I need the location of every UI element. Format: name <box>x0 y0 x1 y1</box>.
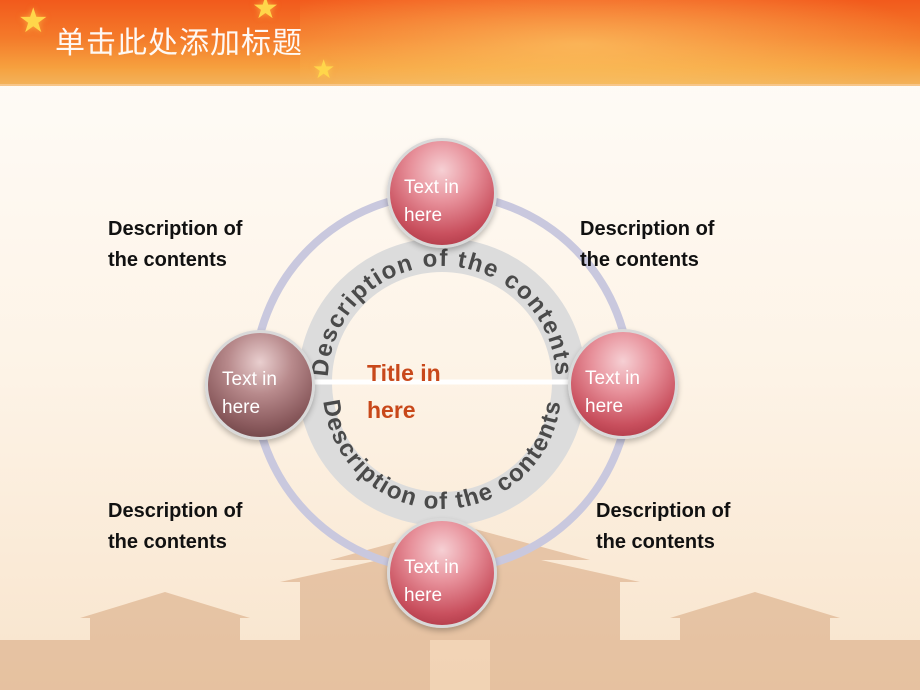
node-bottom[interactable]: Text in here <box>387 518 497 628</box>
description-top-right[interactable]: Description of the contents <box>580 214 714 276</box>
node-label: Text in <box>585 368 640 389</box>
description-line: Description of <box>596 500 731 522</box>
node-right[interactable]: Text in here <box>568 329 678 439</box>
header-divider <box>0 84 920 86</box>
node-top[interactable]: Text in here <box>387 138 497 248</box>
flag-background <box>300 0 920 84</box>
page-title[interactable]: 单击此处添加标题 <box>55 26 303 61</box>
node-label: Text in <box>404 557 459 578</box>
star-icon: ★ <box>312 54 336 84</box>
node-label: here <box>222 397 261 418</box>
node-label: here <box>585 396 624 417</box>
node-left[interactable]: Text in here <box>205 330 315 440</box>
node-label: Text in <box>222 369 277 390</box>
description-line: the contents <box>580 249 699 271</box>
description-line: Description of <box>108 218 243 240</box>
node-label: Text in <box>404 177 459 198</box>
star-icon: ★ <box>18 2 49 40</box>
node-label: here <box>404 205 443 226</box>
description-line: Description of <box>580 218 715 240</box>
star-icon: ★ <box>252 0 279 25</box>
center-title-line: Title in <box>367 360 441 386</box>
description-top-left[interactable]: Description of the contents <box>108 214 242 276</box>
center-title[interactable]: Title in here <box>367 355 477 429</box>
description-bottom-left[interactable]: Description of the contents <box>108 496 242 558</box>
center-title-line: here <box>367 397 416 423</box>
description-line: the contents <box>596 531 715 553</box>
description-bottom-right[interactable]: Description of the contents <box>596 496 730 558</box>
node-label: here <box>404 585 443 606</box>
header-banner: ★ ★ ★ 单击此处添加标题 <box>0 0 920 84</box>
description-line: the contents <box>108 531 227 553</box>
description-line: Description of <box>108 500 243 522</box>
description-line: the contents <box>108 249 227 271</box>
